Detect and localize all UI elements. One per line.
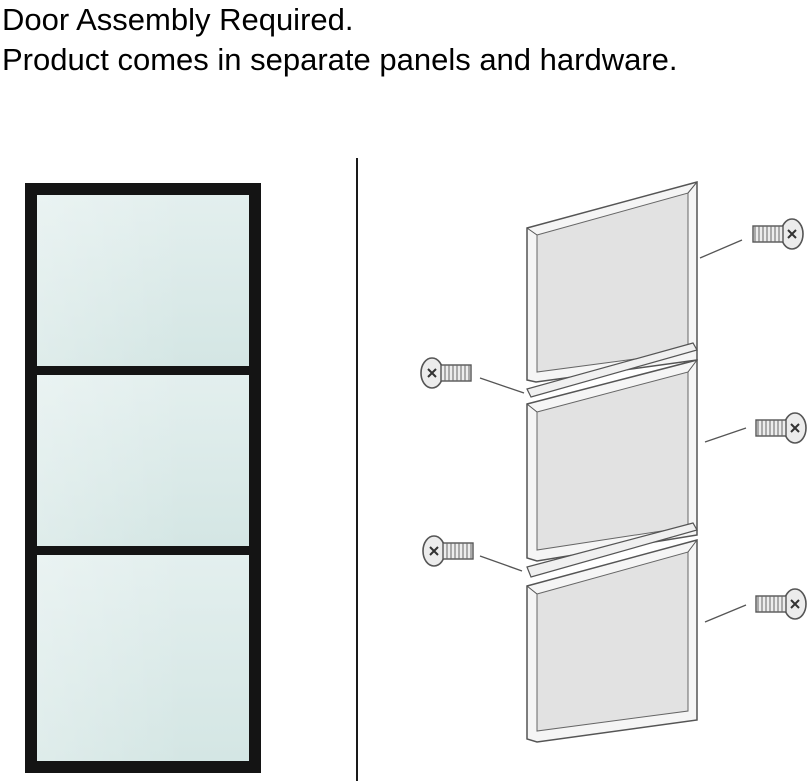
leader-lines [479, 239, 747, 623]
title-line-2: Product comes in separate panels and har… [2, 42, 678, 77]
glass-pane-bottom [37, 555, 249, 761]
screw-icon [420, 357, 472, 389]
connector-bar-bottom [526, 522, 698, 578]
panel-top [526, 181, 698, 383]
assembled-door [25, 183, 261, 773]
screw-icon [422, 535, 474, 567]
screw-icon [755, 412, 807, 444]
connector-bar-top [526, 342, 698, 398]
glass-pane-middle [37, 375, 249, 546]
divider-line [356, 158, 358, 781]
panel-bottom [526, 539, 698, 743]
screw-icon [755, 588, 807, 620]
title-line-1: Door Assembly Required. [2, 2, 354, 37]
exploded-assembly-diagram [420, 181, 807, 743]
screw-icon [752, 218, 804, 250]
glass-pane-top [37, 195, 249, 366]
panel-middle [526, 359, 698, 562]
headline: Door Assembly Required. Product comes in… [2, 0, 678, 80]
